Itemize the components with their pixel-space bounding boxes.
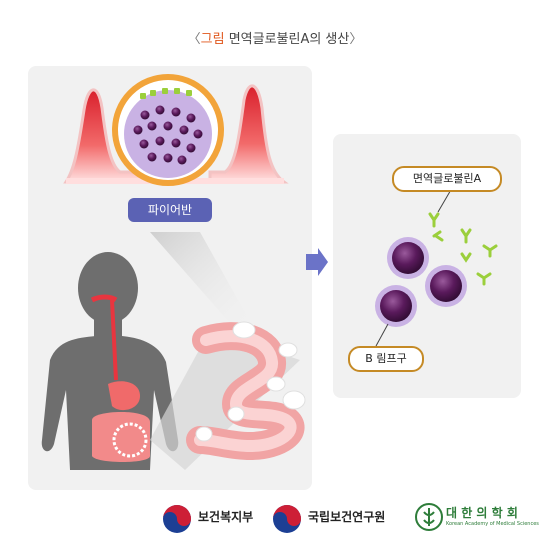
b-lymphocyte-cells xyxy=(375,237,467,327)
peyer-patch-node xyxy=(112,74,224,186)
callout-line-iga xyxy=(437,187,453,213)
iga-callout: 면역글로불린A xyxy=(392,166,502,192)
kams-logo-subtext: Korean Academy of Medical Sciences xyxy=(446,521,539,527)
bcell-callout: B 림프구 xyxy=(348,346,424,372)
arrow-right-icon xyxy=(306,248,328,276)
title-tag: 그림 xyxy=(200,32,225,47)
kams-emblem-icon xyxy=(415,503,443,531)
digestive-tract xyxy=(90,294,150,462)
antibody-icons xyxy=(428,212,498,286)
mohw-logo-text: 보건복지부 xyxy=(198,510,254,524)
title-text: 면역글로불린A의 생산 xyxy=(228,32,350,47)
title-bracket-open: 〈 xyxy=(187,32,201,47)
zoom-beam-top xyxy=(150,232,252,330)
footer-logos: 보건복지부 국립보건연구원 대 한 의 학 회 Korean Academy o… xyxy=(0,500,550,534)
figure-title: 〈그림 면역글로불린A의 생산〉 xyxy=(0,28,550,47)
callout-line-bcell xyxy=(375,323,389,347)
taegeuk-icon xyxy=(163,505,191,533)
peyer-patch-label: 파이어반 xyxy=(128,198,212,222)
neca-logo-text: 국립보건연구원 xyxy=(308,510,386,524)
intestine-loop xyxy=(186,321,306,461)
taegeuk-icon xyxy=(273,505,301,533)
kams-logo-text: 대 한 의 학 회 xyxy=(446,506,518,520)
title-bracket-close: 〉 xyxy=(349,32,363,47)
